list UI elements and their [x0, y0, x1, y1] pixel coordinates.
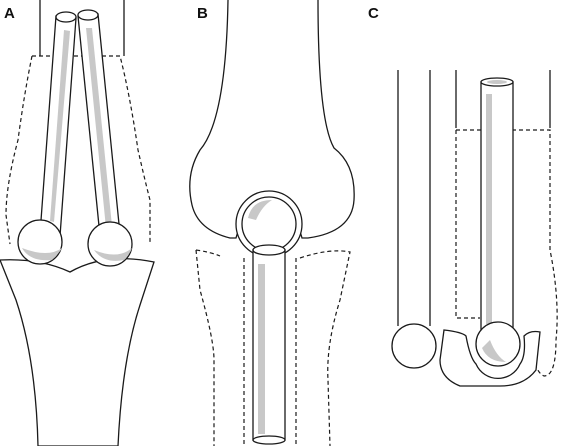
panel-a-lower-bone [0, 258, 155, 446]
panel-c-label: C [368, 5, 379, 22]
panel-a: A [0, 0, 155, 446]
panel-c-dashed-bone-outline [455, 129, 558, 377]
panel-c-implant-head [475, 321, 521, 367]
panel-a-label: A [4, 5, 15, 22]
panel-c-base-cup [439, 329, 541, 387]
panel-a-dashed-bone-outline [5, 55, 151, 245]
panel-b: B [189, 0, 355, 446]
panel-b-implant-stem [252, 244, 286, 445]
panel-c: C [368, 5, 558, 387]
panel-c-left-rod [391, 70, 437, 369]
panel-a-rod-left [17, 11, 77, 265]
panel-a-rod-right [77, 9, 133, 267]
panel-b-label: B [197, 5, 208, 22]
panel-b-dashed-bone-outline [195, 249, 351, 446]
panel-b-implant-head [235, 190, 303, 258]
panel-c-implant-stem [480, 77, 514, 333]
